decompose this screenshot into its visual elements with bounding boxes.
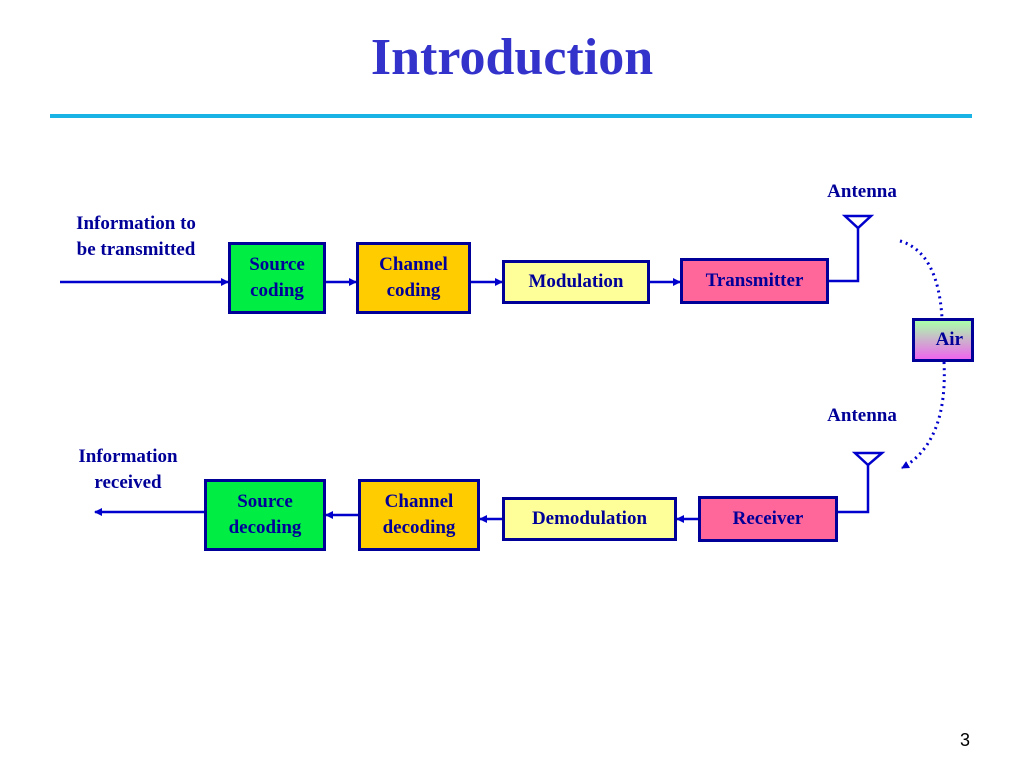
transmit-antenna-label: Antenna (827, 181, 897, 202)
channel-decoding-block: Channel decoding (358, 479, 480, 551)
source-coding-block: Source coding (228, 242, 326, 314)
transmitter-block: Transmitter (680, 258, 829, 304)
air-path-down (899, 239, 944, 319)
transmit-antenna-icon (841, 214, 875, 230)
page-title: Introduction (370, 29, 654, 86)
output-label: Information received (78, 446, 178, 493)
page-number: 3 (959, 730, 970, 750)
receiver-block: Receiver (698, 496, 838, 542)
title-divider (50, 114, 972, 118)
channel-coding-block: Channel coding (356, 242, 471, 314)
transmitter-to-antenna-line (829, 228, 860, 283)
input-label: Information to be transmitted (76, 213, 196, 260)
antenna-to-receiver-line (834, 465, 870, 517)
air-block: Air (912, 318, 974, 362)
receive-antenna-icon (851, 451, 886, 467)
demodulation-block: Demodulation (502, 497, 677, 541)
receive-antenna-label: Antenna (827, 405, 897, 426)
modulation-block: Modulation (502, 260, 650, 304)
source-decoding-block: Source decoding (204, 479, 326, 551)
air-path-down-2 (901, 361, 946, 470)
